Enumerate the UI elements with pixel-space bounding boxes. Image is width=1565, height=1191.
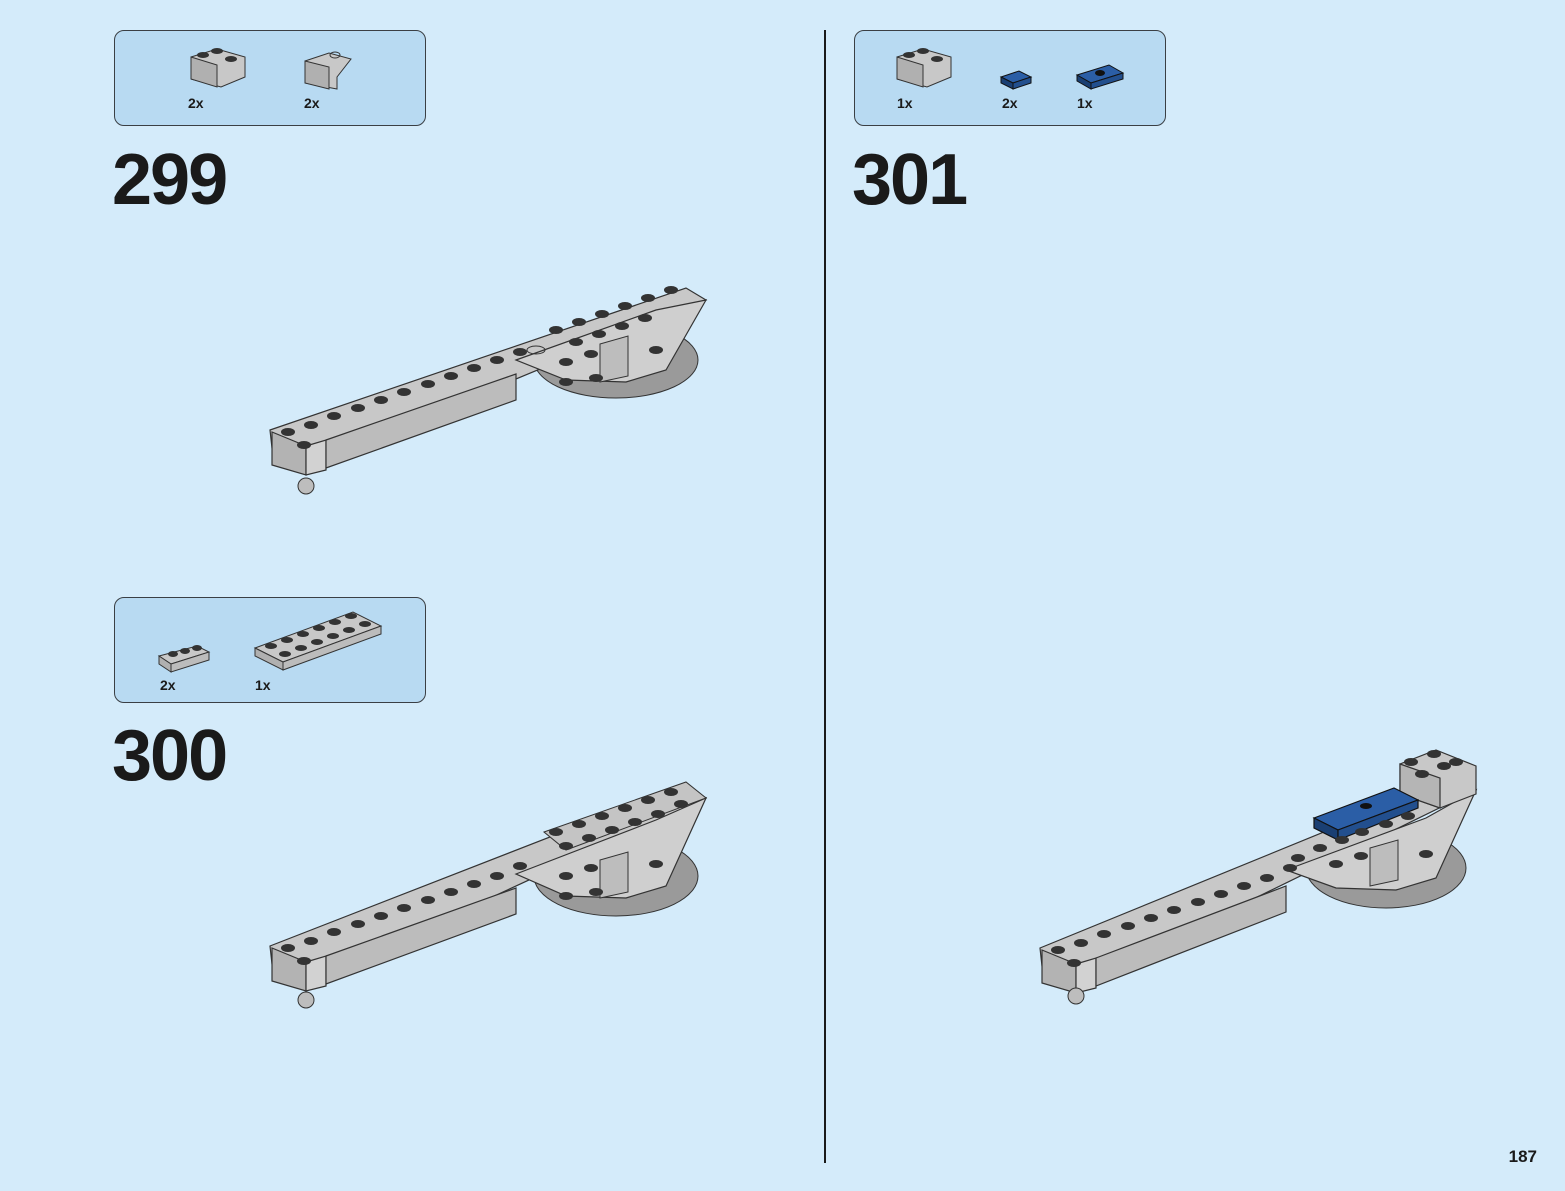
part-qty: 1x <box>897 95 913 111</box>
step-number-301: 301 <box>852 140 968 220</box>
part-qty: 2x <box>188 95 204 111</box>
parts-list-301: 1x 2x 1x <box>854 30 1166 126</box>
part-qty: 2x <box>304 95 320 111</box>
part-qty: 1x <box>1077 95 1093 111</box>
corner-brick-icon <box>896 48 952 88</box>
plate-1x3-icon <box>157 645 211 673</box>
build-model-299 <box>269 286 708 495</box>
blue-tile-icon <box>999 70 1033 90</box>
part-qty: 2x <box>1002 95 1018 111</box>
step-number-299: 299 <box>112 140 228 220</box>
build-model-300 <box>269 781 708 1009</box>
parts-list-299: 2x 2x <box>114 30 426 126</box>
blue-jumper-plate-icon <box>1075 64 1125 90</box>
page-number: 187 <box>1508 1147 1537 1166</box>
slope-brick-icon <box>304 51 352 90</box>
page-divider <box>824 30 826 1163</box>
part-qty: 2x <box>160 677 176 693</box>
build-model-301 <box>1039 749 1478 1005</box>
corner-brick-icon <box>190 48 246 88</box>
plate-2x6-icon <box>253 611 383 671</box>
step-number-300: 300 <box>112 716 228 796</box>
parts-list-300: 2x 1x <box>114 597 426 703</box>
part-qty: 1x <box>255 677 271 693</box>
